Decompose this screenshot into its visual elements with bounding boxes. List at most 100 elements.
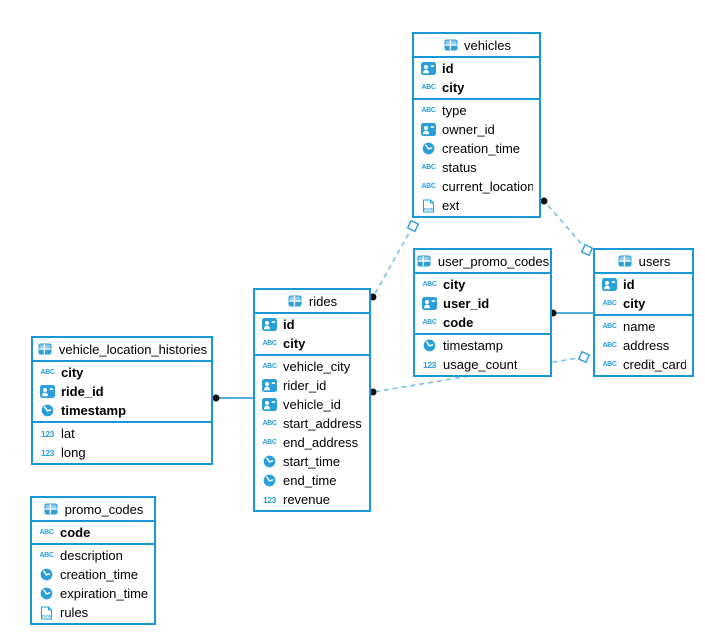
- column-name: usage_count: [443, 357, 518, 372]
- column-name: end_address: [283, 435, 359, 450]
- column-name: owner_id: [442, 122, 495, 137]
- table-title: vehicles: [464, 37, 511, 53]
- relationship-dot-marker: [212, 394, 220, 402]
- relationship-line: [543, 200, 588, 251]
- relationship-line: [372, 225, 414, 298]
- column-name: code: [60, 525, 91, 540]
- column-name: address: [623, 338, 670, 353]
- column-row: 123 usage_count: [415, 355, 550, 374]
- key-columns-section: ABC code: [32, 522, 154, 543]
- text-icon: ABC: [421, 107, 436, 114]
- text-icon: ABC: [422, 281, 437, 288]
- text-icon: ABC: [602, 342, 617, 349]
- text-icon: ABC: [421, 164, 436, 171]
- column-name: city: [442, 80, 465, 95]
- column-row: id: [255, 315, 369, 334]
- column-row: vehicle_id: [255, 395, 369, 414]
- text-icon: ABC: [602, 361, 617, 368]
- column-row: ABC city: [414, 78, 539, 97]
- table-icon: [617, 255, 634, 267]
- uuid-icon: [261, 379, 278, 392]
- relationship-square-marker: [577, 350, 591, 364]
- table-title: users: [638, 253, 671, 269]
- svg-text:JSON: JSON: [423, 206, 434, 211]
- column-row: owner_id: [414, 120, 539, 139]
- column-name: start_address: [283, 416, 362, 431]
- column-name: ride_id: [61, 384, 104, 399]
- column-row: ABC credit_card: [595, 355, 692, 374]
- text-icon: ABC: [421, 84, 436, 91]
- column-row: id: [595, 275, 692, 294]
- column-name: lat: [61, 426, 75, 441]
- column-row: ABC address: [595, 336, 692, 355]
- column-row: 123 lat: [33, 424, 211, 443]
- column-name: revenue: [283, 492, 330, 507]
- text-icon: ABC: [39, 529, 54, 536]
- table-title: vehicle_location_histories: [58, 341, 208, 357]
- uuid-icon: [261, 318, 278, 331]
- json-icon: JSON: [38, 605, 55, 620]
- column-name: id: [442, 61, 454, 76]
- uuid-icon: [601, 278, 618, 291]
- time-icon: [261, 455, 278, 468]
- column-name: credit_card: [623, 357, 686, 372]
- column-name: current_location: [442, 179, 533, 194]
- number-icon: 123: [41, 428, 54, 439]
- text-icon: ABC: [262, 340, 277, 347]
- text-icon: ABC: [262, 439, 277, 446]
- column-row: expiration_time: [32, 584, 154, 603]
- column-row: id: [414, 59, 539, 78]
- table-title: promo_codes: [64, 501, 144, 517]
- table-header: users: [595, 250, 692, 274]
- number-icon: 123: [423, 359, 436, 370]
- table-header: promo_codes: [32, 498, 154, 522]
- text-icon: ABC: [602, 300, 617, 307]
- json-icon: JSON: [420, 198, 437, 213]
- column-name: description: [60, 548, 123, 563]
- text-icon: ABC: [422, 319, 437, 326]
- column-row: end_time: [255, 471, 369, 490]
- column-name: timestamp: [443, 338, 503, 353]
- column-name: vehicle_id: [283, 397, 341, 412]
- text-icon: ABC: [262, 363, 277, 370]
- relationship-square-marker: [406, 219, 420, 233]
- column-name: city: [61, 365, 84, 380]
- relationship-dot-marker: [369, 293, 377, 301]
- column-name: end_time: [283, 473, 337, 488]
- table-icon: [416, 255, 433, 267]
- number-icon: 123: [41, 447, 54, 458]
- table-header: user_promo_codes: [415, 250, 550, 274]
- text-icon: ABC: [39, 552, 54, 559]
- table-title: user_promo_codes: [437, 253, 550, 269]
- column-name: id: [623, 277, 635, 292]
- table-header: vehicles: [414, 34, 539, 58]
- column-row: ABC code: [32, 523, 154, 542]
- column-name: user_id: [443, 296, 490, 311]
- time-icon: [39, 404, 56, 417]
- uuid-icon: [420, 62, 437, 75]
- table-header: rides: [255, 290, 369, 314]
